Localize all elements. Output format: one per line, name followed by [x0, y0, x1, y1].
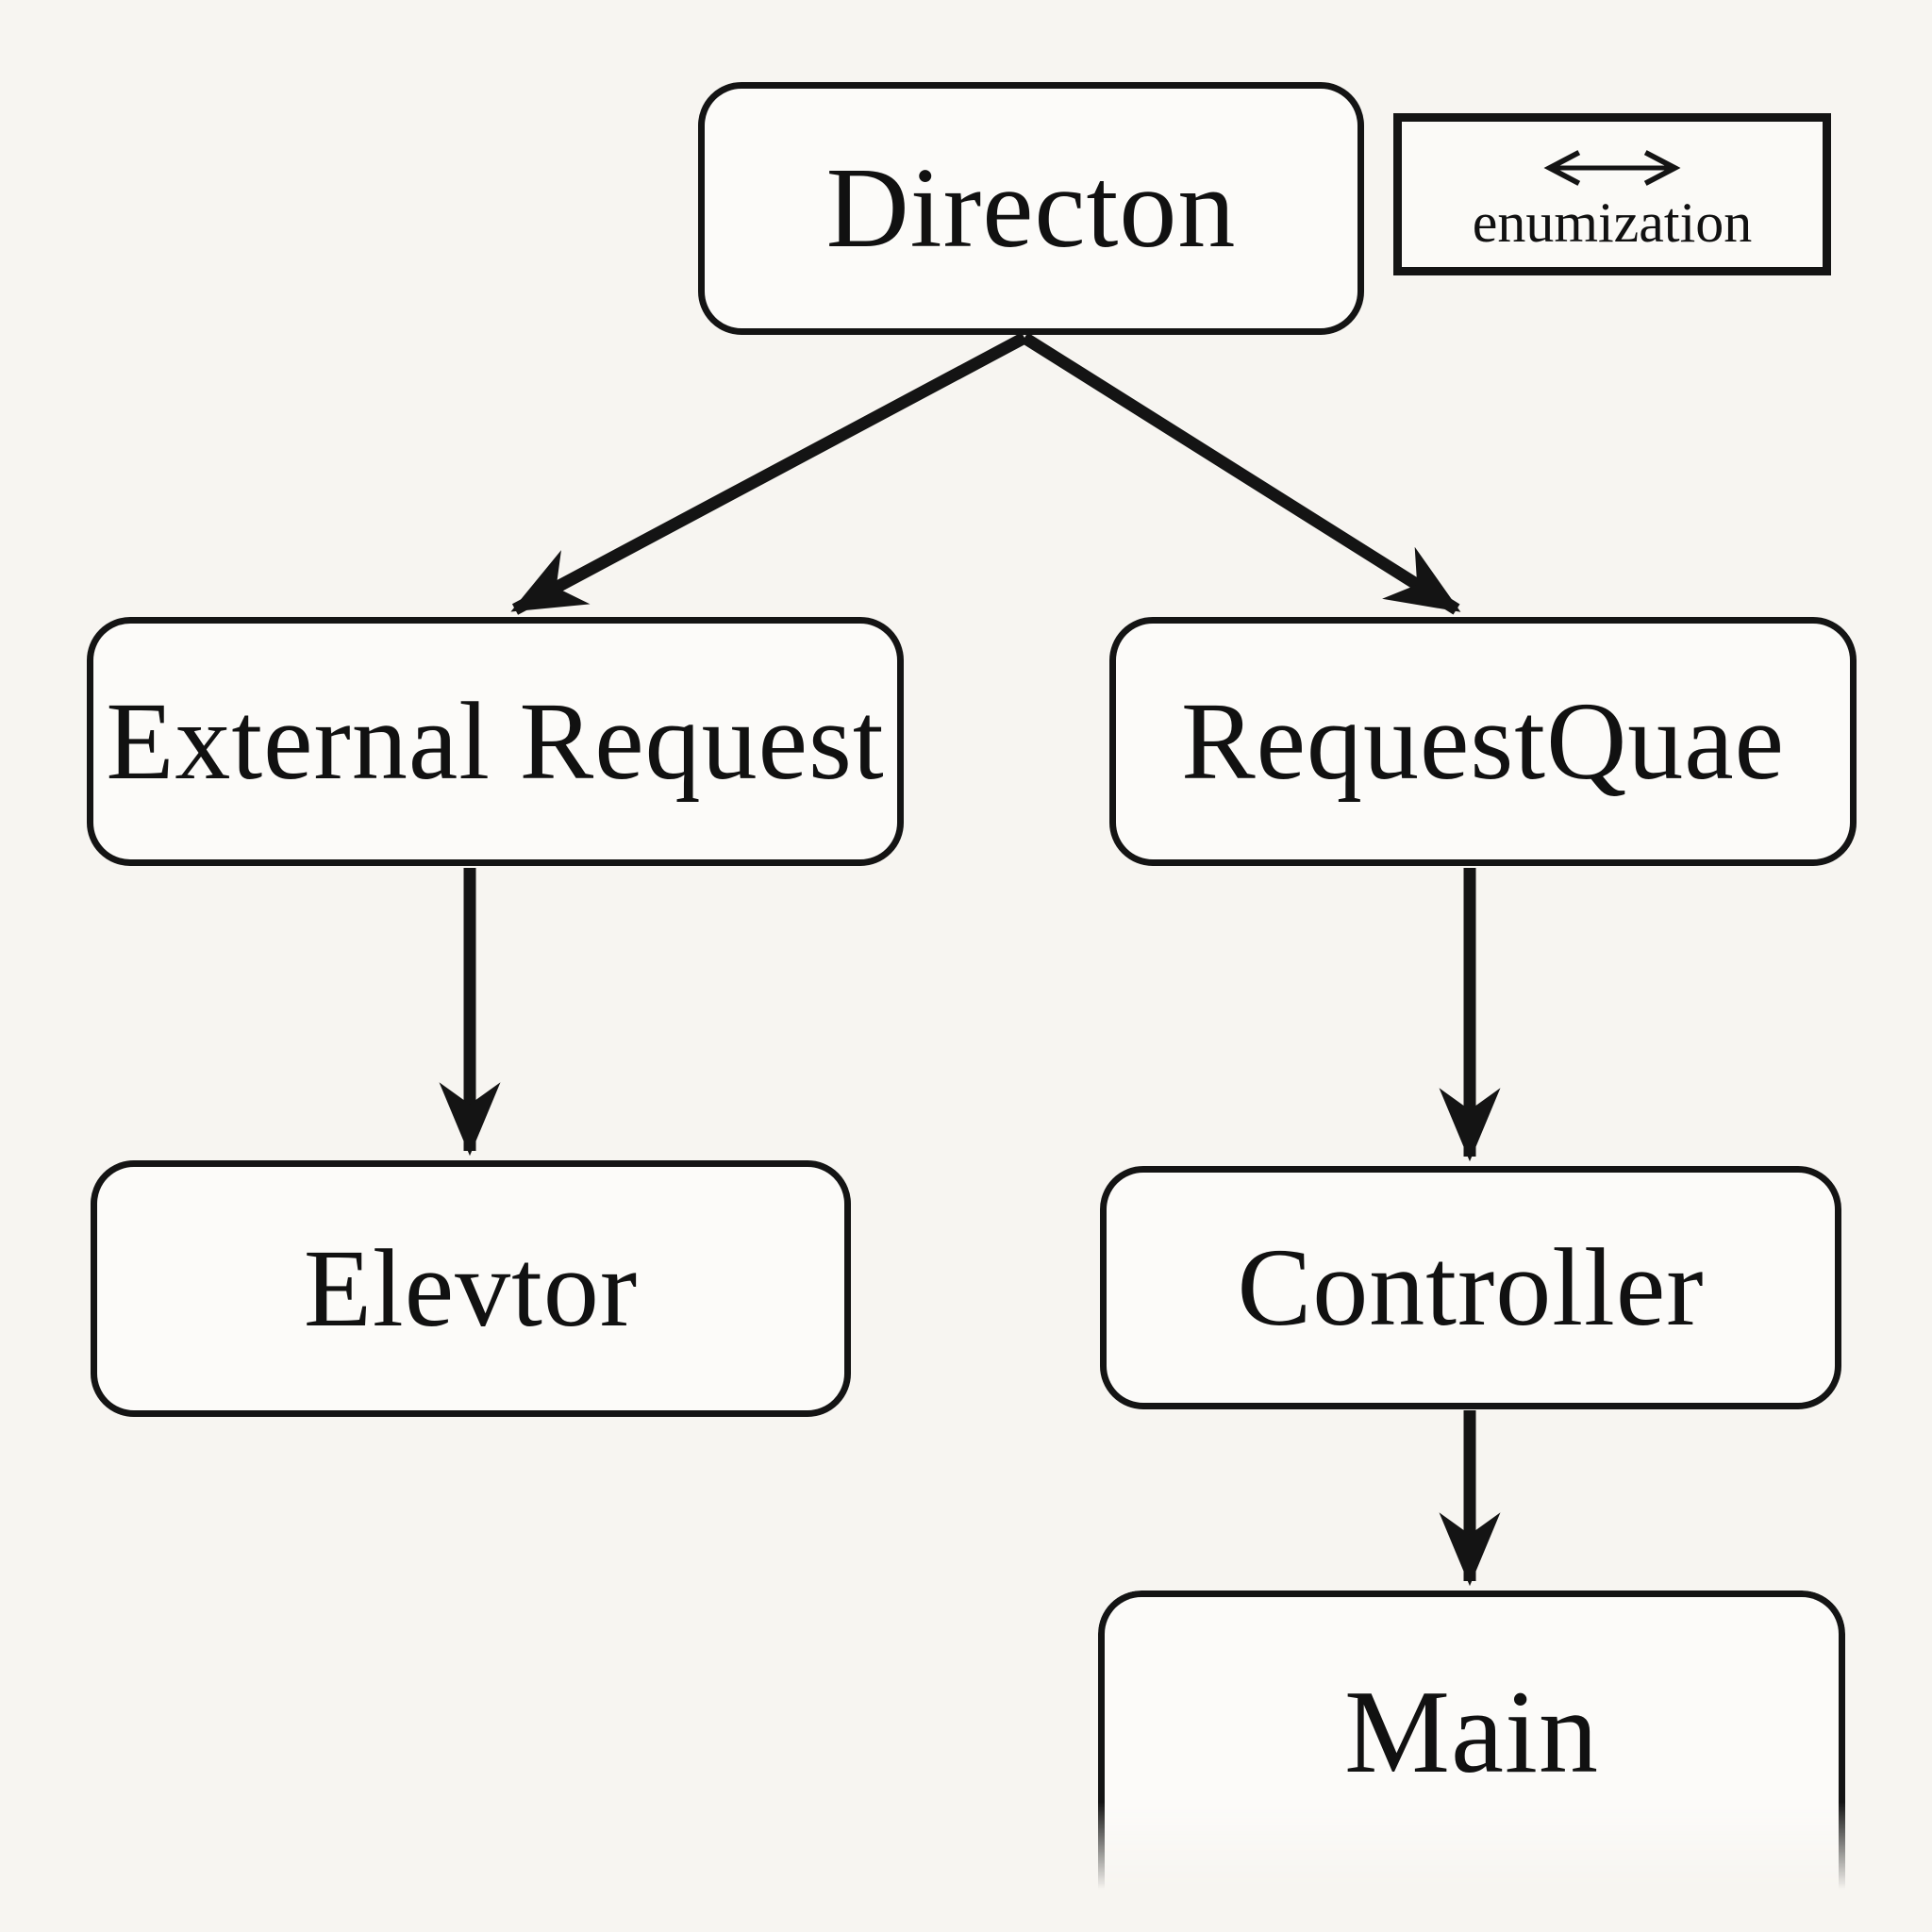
double-arrow-icon — [1543, 150, 1681, 186]
edge-directon-external-request — [510, 332, 1028, 615]
node-label: Controller — [1237, 1225, 1705, 1349]
node-main: Main — [1098, 1591, 1845, 1902]
node-label: Directon — [825, 144, 1237, 272]
node-label: External Request — [106, 679, 885, 803]
node-elevtor: Elevtor — [91, 1160, 851, 1417]
node-directon: Directon — [698, 82, 1364, 335]
node-request-quae: RequestQuae — [1109, 617, 1857, 866]
legend-label: enumization — [1472, 192, 1753, 254]
legend-box: enumization — [1393, 113, 1831, 275]
node-label: RequestQuae — [1180, 679, 1786, 803]
node-external-request: External Request — [87, 617, 904, 866]
node-label: Elevtor — [303, 1226, 639, 1350]
edge-directon-request-quae — [1021, 332, 1461, 615]
node-controller: Controller — [1100, 1166, 1841, 1409]
node-label: Main — [1344, 1667, 1599, 1798]
